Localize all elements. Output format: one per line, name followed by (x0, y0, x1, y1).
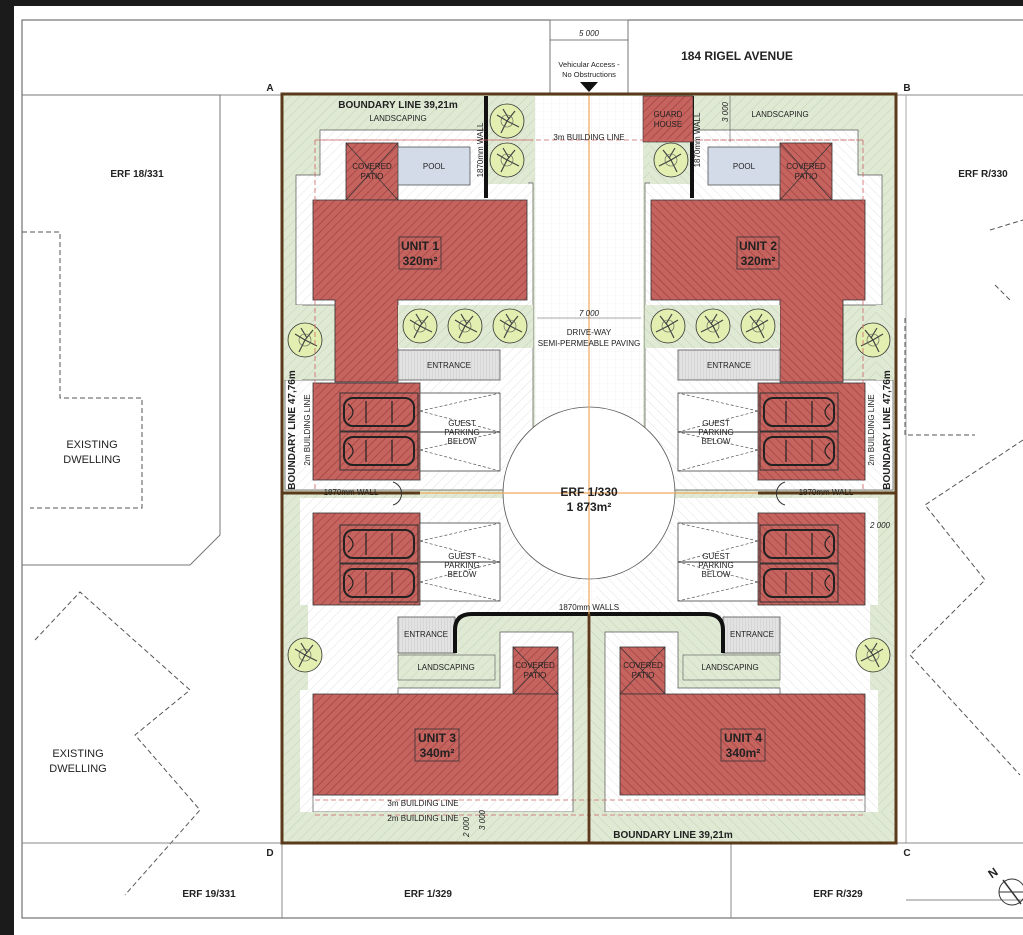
site-area-label: 1 873m² (567, 500, 612, 514)
wall-right-label: 1870mm WALL (799, 488, 854, 497)
dimension-bottom-a: 2 000 (462, 816, 471, 838)
patio-4-line1: COVERED (623, 661, 663, 670)
patio-4-line2: PATIO (632, 671, 655, 680)
street-name: 184 RIGEL AVENUE (681, 49, 793, 63)
guest-parking-labels: GUEST PARKING BELOW GUEST PARKING BELOW … (444, 419, 733, 579)
guest-parking-4-l2: PARKING (698, 561, 733, 570)
unit-2-label: UNIT 2 320m² (736, 236, 780, 270)
driveway-line2: SEMI-PERMEABLE PAVING (538, 339, 640, 348)
driveway-line1: DRIVE-WAY (567, 328, 612, 337)
guest-parking-4-l1: GUEST (702, 552, 730, 561)
access-line2: No Obstructions (562, 70, 616, 79)
existing-dwelling-1-outline (22, 231, 143, 509)
building-line-2m-right: 2m BUILDING LINE (867, 394, 876, 465)
landscaping-label-4: LANDSCAPING (701, 663, 758, 672)
guest-parking-3-l1: GUEST (448, 552, 476, 561)
neighbour-dwelling-outlines (904, 219, 1023, 776)
patio-3-line2: PATIO (524, 671, 547, 680)
unit-2-area: 320m² (741, 254, 776, 268)
dimension-bottom-b: 3 000 (478, 809, 487, 830)
patio-3-line1: COVERED (515, 661, 555, 670)
erf-1-329-label: ERF 1/329 (404, 889, 452, 900)
site-boundary (280, 92, 898, 845)
existing-dwelling-1-line2: DWELLING (63, 454, 120, 466)
erf-19-331-label: ERF 19/331 (182, 889, 236, 900)
guest-parking-1-l2: PARKING (444, 428, 479, 437)
boundary-top-label: BOUNDARY LINE 39,21m (338, 100, 458, 111)
guest-parking-1-l3: BELOW (448, 437, 477, 446)
wall-top-left-label: 1870mm WALL (476, 122, 485, 177)
corner-a: A (266, 83, 273, 94)
guest-parking-4-l3: BELOW (702, 570, 731, 579)
pool-2-label: POOL (733, 162, 756, 171)
dimension-right: 2 000 (869, 521, 891, 530)
access-dimension: 5 000 (579, 29, 600, 38)
unit-3-name: UNIT 3 (418, 731, 456, 745)
entrance-3-label: ENTRANCE (404, 630, 448, 639)
corner-d: D (266, 848, 273, 859)
unit-1-name: UNIT 1 (401, 239, 439, 253)
guard-house (642, 95, 694, 143)
guest-parking-2-l2: PARKING (698, 428, 733, 437)
sheet-border (21, 19, 1023, 919)
dimension-top-right: 3 000 (721, 101, 730, 122)
entrance-1-label: ENTRANCE (427, 361, 471, 370)
existing-dwelling-2-line1: EXISTING (52, 748, 103, 760)
patio-1-line2: PATIO (361, 172, 384, 181)
building-line-2m-left: 2m BUILDING LINE (303, 394, 312, 465)
corner-b: B (903, 83, 910, 94)
boundary-left-label: BOUNDARY LINE 47,76m (287, 370, 298, 490)
patio-1-line1: COVERED (352, 162, 392, 171)
gate-swing-icons (392, 481, 786, 506)
driveway-width-dimension: 7 000 (579, 309, 600, 318)
wall-top-right-label: 1870mm WALL (693, 112, 702, 167)
building-line-2m-bottom: 2m BUILDING LINE (387, 814, 458, 823)
unit-4-name: UNIT 4 (724, 731, 762, 745)
existing-dwelling-2-outline (34, 591, 201, 896)
guard-house-line1: GUARD (654, 110, 683, 119)
building-line-3m-bottom: 3m BUILDING LINE (387, 799, 458, 808)
entrance-4-label: ENTRANCE (730, 630, 774, 639)
guest-parking-3-l2: PARKING (444, 561, 479, 570)
neighbour-erf-18-331-outline (22, 94, 221, 566)
unit-4-area: 340m² (726, 746, 761, 760)
site-erf-label: ERF 1/330 (560, 485, 618, 499)
guest-parking-1-l1: GUEST (448, 419, 476, 428)
entrance-2-label: ENTRANCE (707, 361, 751, 370)
boundary-right-label: BOUNDARY LINE 47,76m (882, 370, 893, 490)
existing-dwelling-1-line1: EXISTING (66, 439, 117, 451)
erf-r-329-label: ERF R/329 (813, 889, 863, 900)
landscaping-label-3: LANDSCAPING (417, 663, 474, 672)
walls-center-label: 1870mm WALLS (559, 603, 619, 612)
pool-1-label: POOL (423, 162, 446, 171)
unit-4-label: UNIT 4 340m² (720, 728, 766, 762)
wall-left-label: 1870mm WALL (324, 488, 379, 497)
landscaping-label-1: LANDSCAPING (369, 114, 426, 123)
landscaping-label-2: LANDSCAPING (751, 110, 808, 119)
patio-2-line2: PATIO (795, 172, 818, 181)
unit-1-label: UNIT 1 320m² (398, 236, 442, 270)
building-line-3m-top: 3m BUILDING LINE (553, 133, 624, 142)
guest-parking-3-l3: BELOW (448, 570, 477, 579)
erf-18-331-label: ERF 18/331 (110, 169, 164, 180)
existing-dwelling-2-line2: DWELLING (49, 763, 106, 775)
unit-1-area: 320m² (403, 254, 438, 268)
unit-2-name: UNIT 2 (739, 239, 777, 253)
corner-c: C (903, 848, 910, 859)
unit-3-label: UNIT 3 340m² (414, 728, 460, 762)
access-arrow-icon (580, 82, 598, 92)
boundary-bottom-label: BOUNDARY LINE 39,21m (613, 830, 733, 841)
unit-2-plot (645, 96, 894, 490)
guest-parking-2-l1: GUEST (702, 419, 730, 428)
erf-r-330-label: ERF R/330 (958, 169, 1008, 180)
unit-1-plot (284, 96, 533, 490)
guest-parking-2-l3: BELOW (702, 437, 731, 446)
patio-2-line1: COVERED (786, 162, 826, 171)
guard-house-line2: HOUSE (654, 120, 682, 129)
unit-3-area: 340m² (420, 746, 455, 760)
access-line1: Vehicular Access - (558, 60, 620, 69)
